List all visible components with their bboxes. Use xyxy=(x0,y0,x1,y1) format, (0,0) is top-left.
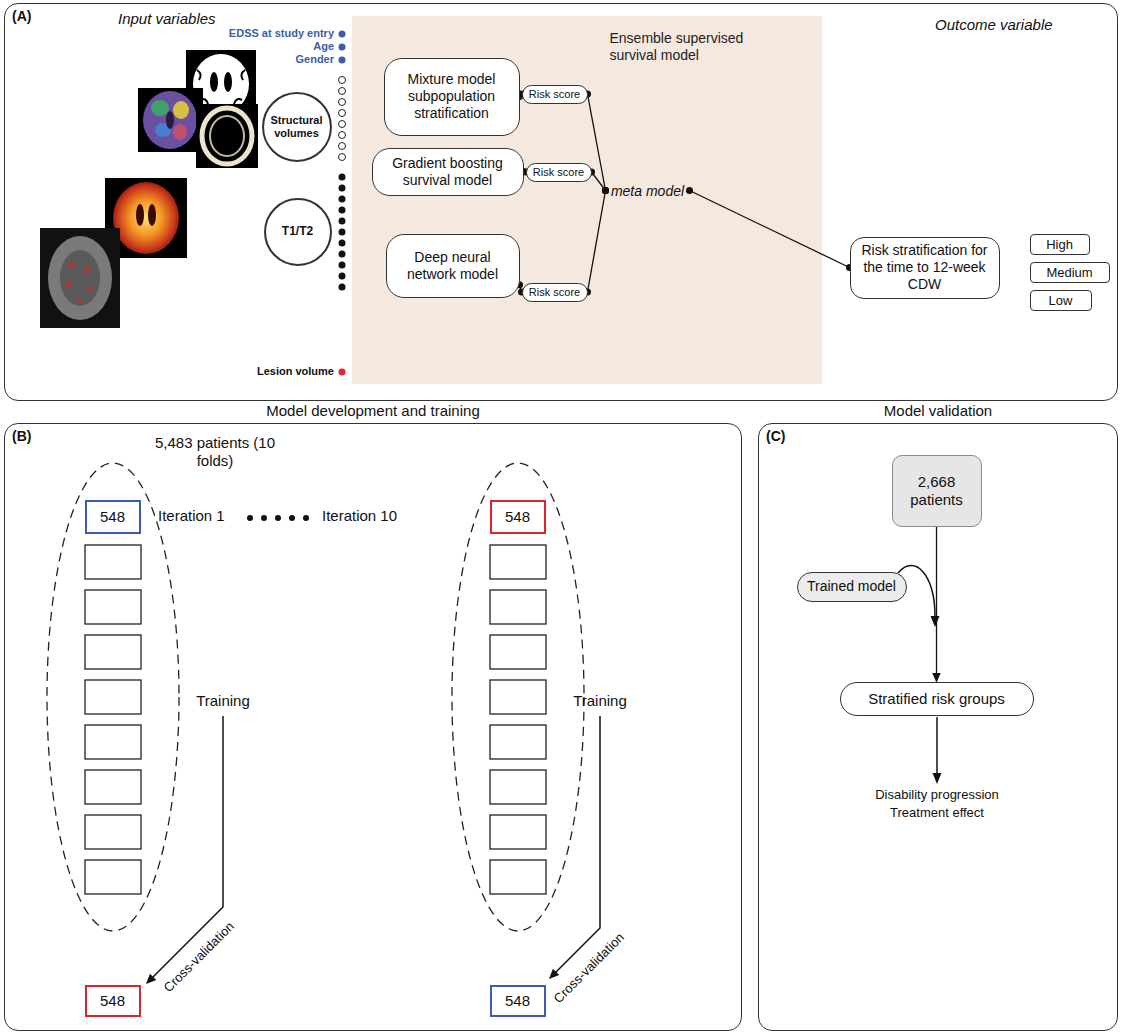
connector-dot xyxy=(602,187,609,194)
panel-label: (B) xyxy=(12,428,31,444)
model-box: Deep neural network model xyxy=(386,234,520,298)
node-text: 2,668 patients xyxy=(901,473,973,509)
risk-score-pill: Risk score xyxy=(522,85,588,104)
section-label: Input variables xyxy=(118,10,216,28)
node-text: Gradient boosting survival model xyxy=(381,155,515,189)
training-label: Training xyxy=(183,692,263,710)
node-text: Mixture model subpopulation stratificati… xyxy=(393,71,511,121)
risk-level-box: High xyxy=(1030,234,1090,255)
fold-boxes xyxy=(85,545,546,894)
connector-line xyxy=(690,191,850,268)
fold-box: 548 xyxy=(490,500,546,534)
node-text: 548 xyxy=(505,992,530,1009)
connector-dot xyxy=(602,187,609,194)
brain-flair-image xyxy=(40,228,120,328)
cohort-box: 2,668 patients xyxy=(892,455,982,527)
panel-heading: Model development and training xyxy=(5,402,741,419)
meta-model-label: meta model xyxy=(606,180,690,202)
risk-score-pill: Risk score xyxy=(526,163,592,182)
feature-circle: Structural volumes xyxy=(262,92,332,162)
variable-name: Lesion volume xyxy=(190,365,334,378)
node-text: Trained model xyxy=(807,578,896,594)
outcome-label: Treatment effect xyxy=(837,805,1037,821)
node-text: Risk score xyxy=(529,286,580,299)
risk-score-pill: Risk score xyxy=(522,283,588,302)
region-heading: Ensemble supervised survival model xyxy=(610,30,760,65)
connector xyxy=(584,187,609,296)
connector-dot xyxy=(602,187,609,194)
connector xyxy=(936,527,937,682)
iteration-label: Iteration 10 xyxy=(322,507,397,525)
node-text: High xyxy=(1046,237,1073,252)
node-text: Low xyxy=(1049,293,1073,308)
connector xyxy=(686,187,853,271)
model-pill: Trained model xyxy=(797,572,907,602)
outcome-label: Disability progression xyxy=(837,787,1037,803)
panel-label: (C) xyxy=(766,428,785,444)
node-text: Stratified risk groups xyxy=(868,690,1005,707)
ensemble-ground xyxy=(352,16,822,384)
input-dots xyxy=(339,31,346,376)
variable-name: Gender xyxy=(190,53,334,66)
connector-line xyxy=(588,191,606,293)
panel-heading: Model validation xyxy=(759,402,1117,419)
node-text: Risk score xyxy=(529,88,580,101)
training-label: Training xyxy=(560,692,640,710)
node-text: Structural volumes xyxy=(268,114,326,139)
fold-groups xyxy=(47,463,584,931)
cross-validation-label: Cross-validation xyxy=(551,930,628,1007)
brain-cortex-image xyxy=(196,104,258,168)
connector-line xyxy=(936,527,937,682)
fold-box: 548 xyxy=(85,500,141,534)
node-text: Risk stratification for the time to 12-w… xyxy=(861,242,989,292)
node-text: 548 xyxy=(505,508,530,525)
node-text: 548 xyxy=(100,508,125,525)
node-text: 548 xyxy=(100,992,125,1009)
cohort-label: 5,483 patients (10 folds) xyxy=(140,434,290,470)
node-text: Deep neural network model xyxy=(395,249,511,283)
connector-dot xyxy=(686,187,693,194)
panel-frame: (A) Ensemble supervised survival modelMix… xyxy=(4,3,1118,401)
node-text: Risk score xyxy=(533,166,584,179)
node-text: Medium xyxy=(1046,265,1092,280)
brain-parcellation-image xyxy=(138,88,203,152)
panel-label: (A) xyxy=(12,8,31,24)
variable-name: Age xyxy=(190,40,334,53)
variable-name: EDSS at study entry xyxy=(190,27,334,40)
iteration-label: Iteration 1 xyxy=(158,507,225,525)
model-box: Mixture model subpopulation stratificati… xyxy=(384,58,520,136)
feature-circle: T1/T2 xyxy=(264,198,332,266)
iteration-dots xyxy=(247,515,309,521)
result-pill: Stratified risk groups xyxy=(840,682,1034,716)
node-text: meta model xyxy=(611,183,684,199)
node-text: T1/T2 xyxy=(282,225,313,239)
risk-level-box: Low xyxy=(1030,290,1092,311)
validation-arrows xyxy=(898,566,942,784)
panel-frame: Model validation(C)2,668 patientsTrained… xyxy=(758,423,1118,1031)
outcome-box: Risk stratification for the time to 12-w… xyxy=(850,237,1000,299)
fold-box: 548 xyxy=(490,985,546,1017)
risk-level-box: Medium xyxy=(1030,262,1110,283)
ensemble-region: Ensemble supervised survival modelMixtur… xyxy=(352,16,822,384)
model-box: Gradient boosting survival model xyxy=(372,148,524,196)
section-label: Outcome variable xyxy=(935,16,1053,34)
fold-box: 548 xyxy=(85,985,141,1017)
